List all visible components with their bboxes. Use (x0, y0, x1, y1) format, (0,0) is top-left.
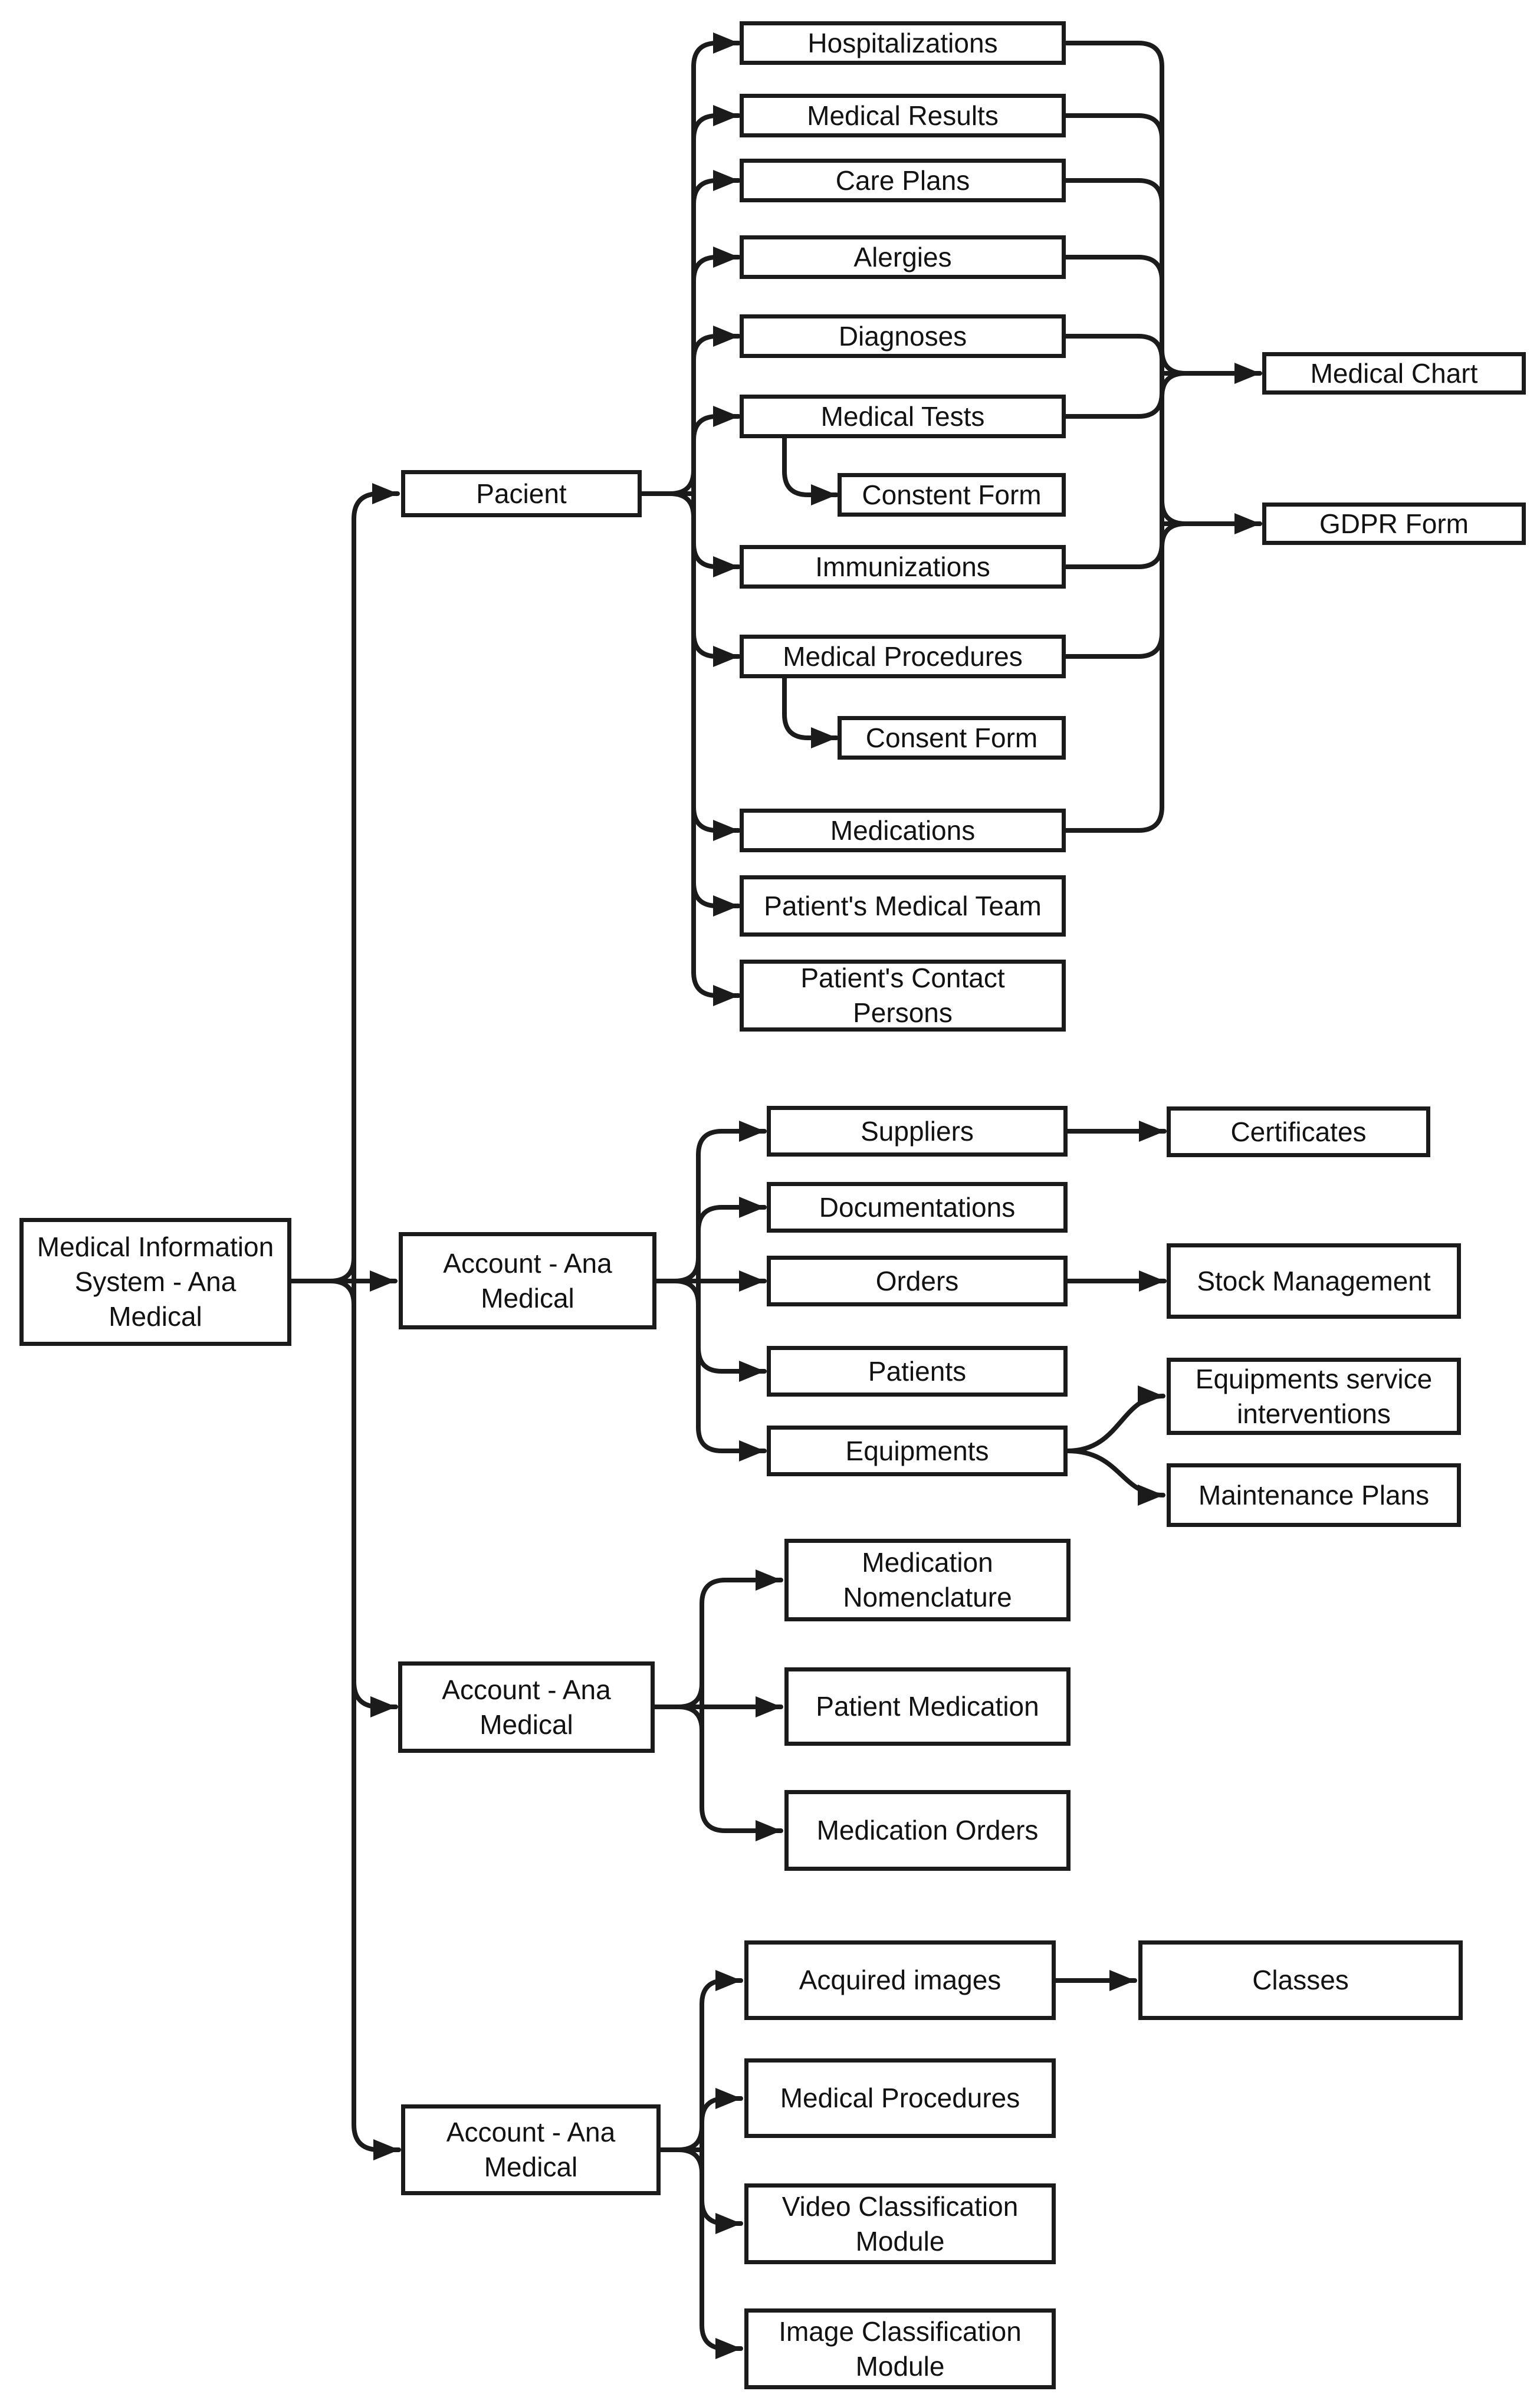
node-account-imaging: Account - Ana Medical (401, 2104, 661, 2195)
node-medical-chart: Medical Chart (1262, 352, 1526, 395)
node-alergies: Alergies (740, 235, 1066, 279)
inventory-branch-connectors (654, 1121, 1167, 1506)
medication-branch-connectors (652, 1569, 783, 1841)
main-trunk-connectors (289, 483, 401, 2160)
node-documentations: Documentations (767, 1182, 1068, 1233)
node-hospitalizations: Hospitalizations (740, 21, 1066, 65)
node-maintenance-plans: Maintenance Plans (1167, 1463, 1461, 1527)
node-consent-form: Consent Form (838, 716, 1066, 760)
node-equipments-service-interventions: Equipments service interventions (1167, 1358, 1461, 1435)
node-acquired-images: Acquired images (744, 1940, 1056, 2020)
node-constent-form: Constent Form (838, 473, 1066, 517)
node-gdpr-form: GDPR Form (1262, 503, 1526, 545)
node-account-medication: Account - Ana Medical (398, 1661, 655, 1753)
node-certificates: Certificates (1167, 1106, 1430, 1157)
node-patients: Patients (767, 1346, 1068, 1397)
patient-branch-connectors (639, 32, 839, 1006)
node-patient-medication: Patient Medication (784, 1667, 1071, 1746)
node-classes: Classes (1138, 1940, 1463, 2020)
node-medical-tests: Medical Tests (740, 395, 1066, 438)
node-diagnoses: Diagnoses (740, 314, 1066, 358)
node-medical-procedures: Medical Procedures (740, 635, 1066, 678)
node-medical-procedures-imaging: Medical Procedures (744, 2058, 1056, 2138)
node-medical-results: Medical Results (740, 94, 1066, 137)
node-orders: Orders (767, 1256, 1068, 1306)
node-image-classification-module: Image Classification Module (744, 2308, 1056, 2389)
node-patients-contact-persons: Patient's Contact Persons (740, 960, 1066, 1032)
node-suppliers: Suppliers (767, 1106, 1068, 1157)
node-root-system: Medical Information System - Ana Medical (19, 1218, 291, 1346)
node-stock-management: Stock Management (1167, 1243, 1461, 1319)
node-patients-medical-team: Patient's Medical Team (740, 875, 1066, 937)
node-account-inventory: Account - Ana Medical (399, 1232, 656, 1329)
node-immunizations: Immunizations (740, 545, 1066, 589)
node-medication-nomenclature: Medication Nomenclature (784, 1539, 1071, 1621)
node-medication-orders: Medication Orders (784, 1790, 1071, 1871)
shared-target-connectors (1063, 41, 1262, 833)
node-equipments: Equipments (767, 1426, 1068, 1476)
node-medications: Medications (740, 809, 1066, 852)
node-care-plans: Care Plans (740, 159, 1066, 202)
imaging-branch-connectors (658, 1970, 1137, 2359)
node-pacient: Pacient (401, 470, 642, 517)
node-video-classification-module: Video Classification Module (744, 2183, 1056, 2264)
